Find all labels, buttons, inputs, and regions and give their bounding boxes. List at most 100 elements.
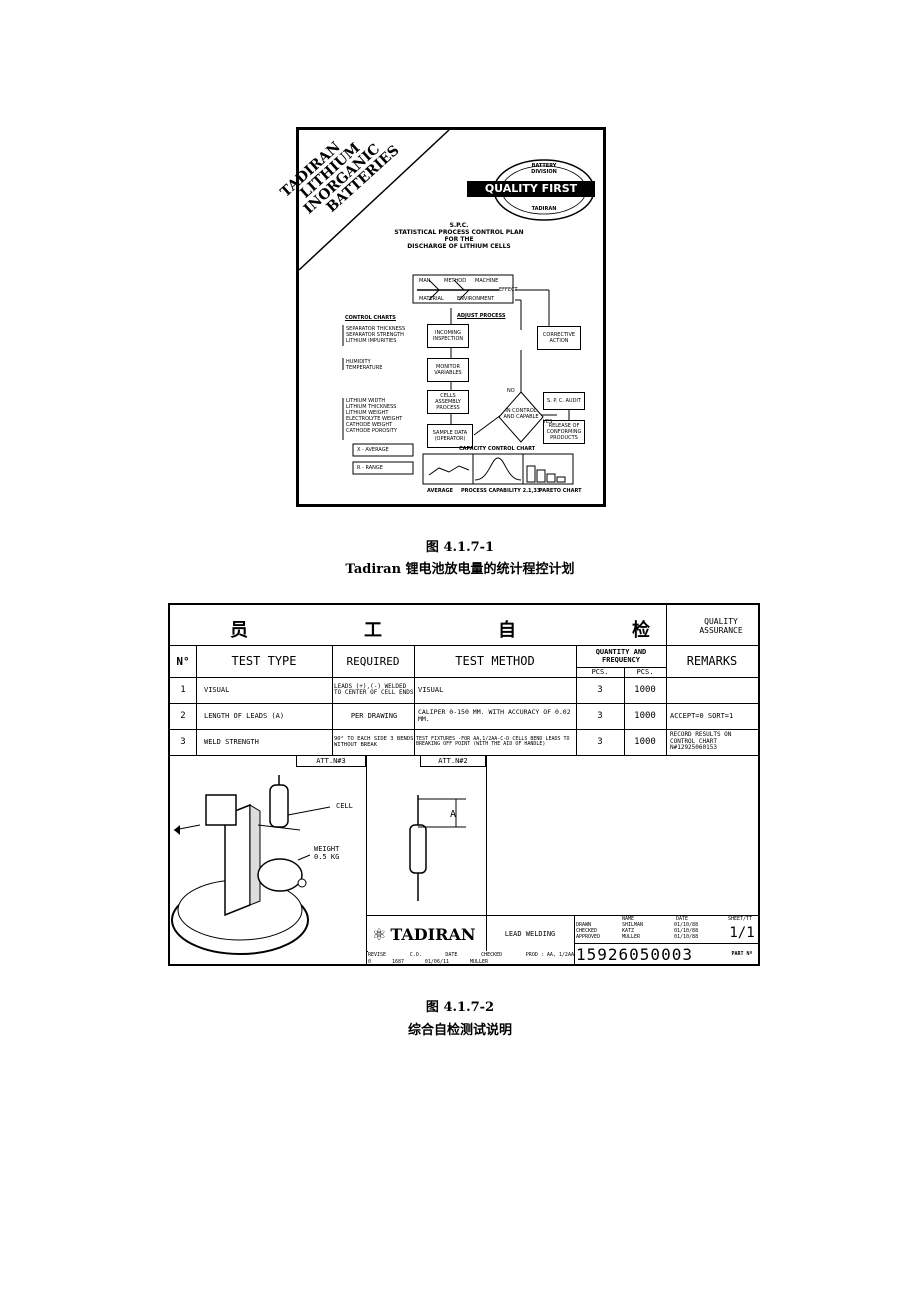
fishbone-method: METHOD <box>444 278 467 284</box>
decision-diamond-text: IN CONTROL AND CAPABLE <box>503 408 539 420</box>
col-quantity: QUANTITY AND FREQUENCY <box>595 648 647 664</box>
control-group-1: SEPARATOR THICKNESS SEPARATOR STRENGTH L… <box>346 326 405 344</box>
rev-date-label: DATE <box>445 951 458 958</box>
fishbone-machine: MACHINE <box>475 278 499 284</box>
checked-row: CHECKED KATZ 01/10/88 <box>576 928 758 934</box>
control-charts-label: CONTROL CHARTS <box>345 315 396 321</box>
prod-label: PROD : AA, 1/2AA <box>525 951 574 958</box>
weight-label: WEIGHT 0.5 KG <box>314 845 340 861</box>
control-item: LITHIUM WEIGHT <box>346 410 389 416</box>
checked-date: 01/10/88 <box>674 928 699 934</box>
row-2-freq: 1000 <box>634 711 656 721</box>
spc-plan-poster: TADIRAN LITHIUM INORGANIC BATTERIES BATT… <box>278 127 606 507</box>
part-number: 15926050003 <box>576 944 693 964</box>
row-1-required: LEADS (+),(-) WELDED TO CENTER OF CELL E… <box>334 683 414 696</box>
monitor-variables-box: MONITOR VARIABLES <box>427 358 469 382</box>
fishbone-material: MATERIAL <box>419 296 444 302</box>
revision-header: REVISE C.O. DATE CHECKED PROD : AA, 1/2A… <box>368 951 574 958</box>
row-1-type: VISUAL <box>204 686 230 694</box>
row-3-remarks: RECORD RESULTS ON CONTROL CHART N#129250… <box>670 731 732 752</box>
control-item: CATHODE POROSITY <box>346 428 397 434</box>
approved-date: 01/10/88 <box>674 934 699 940</box>
control-group-2: HUMIDITY TEMPERATURE <box>346 359 382 371</box>
att3-label: ATT.N#3 <box>296 755 366 767</box>
seal-top-text: BATTERY DIVISION <box>531 163 557 175</box>
row-3-type: WELD STRENGTH <box>204 738 259 746</box>
row-2-method: CALIPER 0-150 MM. WITH ACCURACY OF 0.02 … <box>418 708 571 723</box>
caption-2-number: 图 4.1.7-2 <box>425 1000 495 1015</box>
atom-icon: ⚛ <box>372 924 387 944</box>
drawn-row: DRAWN SHILMAN 01/10/88 <box>576 922 758 928</box>
drawn-name: SHILMAN <box>622 922 644 928</box>
weld-fixture-drawing <box>171 775 331 955</box>
date-header: DATE <box>676 916 689 922</box>
sample-data-box: SAMPLE DATA (OPERATOR) <box>427 424 473 448</box>
lead-welding-label: LEAD WELDING <box>504 930 556 938</box>
spc-audit-box: S. P. C. AUDIT <box>543 392 585 410</box>
row-3-method: TEST FIXTURES -FOR AA,1/2AA-C-D CELLS BE… <box>416 735 570 747</box>
quality-assurance-label: QUALITY ASSURANCE <box>699 617 743 635</box>
co-label: C.O. <box>409 951 422 958</box>
capacity-chart-title: CAPACITY CONTROL CHART <box>459 446 536 452</box>
adjust-process-label: ADJUST PROCESS <box>457 313 506 319</box>
drawn-label: DRAWN <box>576 922 592 928</box>
approved-row: APPROVED MULLER 01/10/88 <box>576 934 758 940</box>
poster-title-line-2: STATISTICAL PROCESS CONTROL PLAN <box>394 229 524 236</box>
bottom-label-average: AVERAGE <box>427 488 454 494</box>
part-number-label: PART Nº <box>731 951 753 957</box>
col-required: REQUIRED <box>346 654 400 668</box>
poster-graphics <box>299 130 595 485</box>
header-char: 员 <box>230 620 248 641</box>
control-item: HUMIDITY <box>346 359 371 365</box>
row-1-remarks <box>670 677 758 703</box>
approved-name: MULLER <box>622 934 641 940</box>
row-2-no: 2 <box>180 711 186 721</box>
control-item: LITHIUM THICKNESS <box>346 404 397 410</box>
legend-range: R - RANGE <box>357 465 383 471</box>
cell-label: CELL <box>336 802 353 810</box>
row-1-no: 1 <box>180 685 186 695</box>
revision-values: 0 1687 01/06/11 MULLER <box>368 958 488 965</box>
incoming-inspection-box: INCOMING INSPECTION <box>427 324 469 348</box>
poster-title-line-3: FOR THE <box>444 236 474 243</box>
control-item: TEMPERATURE <box>346 365 383 371</box>
row-1-method: VISUAL <box>418 686 444 694</box>
control-group-3: LITHIUM WIDTH LITHIUM THICKNESS LITHIUM … <box>346 398 402 434</box>
col-pcs-2: PCS. <box>636 668 654 676</box>
poster-title: S.P.C. STATISTICAL PROCESS CONTROL PLAN … <box>359 222 559 250</box>
row-3-freq: 1000 <box>634 737 656 747</box>
control-item: SEPARATOR THICKNESS <box>346 326 406 332</box>
control-item: CATHODE WEIGHT <box>346 422 393 428</box>
approval-block: NAME DATE SHEET/TT DRAWN SHILMAN 01/10/8… <box>576 916 758 940</box>
approval-header: NAME DATE SHEET/TT <box>576 916 758 922</box>
poster-title-line-4: DISCHARGE OF LITHIUM CELLS <box>407 243 511 250</box>
rev-value: 0 <box>368 958 372 965</box>
checked-name: KATZ <box>622 928 635 934</box>
bottom-label-capability: PROCESS CAPABILITY 2.1,33 <box>461 488 541 494</box>
self-inspection-form: 员 工 自 检 QUALITY ASSURANCE N° TEST TYPE R… <box>168 603 760 966</box>
header-char: 工 <box>364 620 382 641</box>
form-header-title: 员 工 自 检 <box>230 613 650 645</box>
rev-label: REVISE <box>368 951 387 958</box>
control-item: ELECTROLYTE WEIGHT <box>346 416 403 422</box>
drawn-date: 01/10/88 <box>674 922 699 928</box>
legend-average: X - AVERAGE <box>357 447 389 453</box>
col-test-type: TEST TYPE <box>231 654 297 668</box>
att2-label: ATT.N#2 <box>420 755 486 767</box>
bottom-label-pareto: PARETO CHART <box>539 488 582 494</box>
checked-label: CHECKED <box>576 928 598 934</box>
col-test-method: TEST METHOD <box>455 654 535 668</box>
col-pcs-1: PCS. <box>591 668 609 676</box>
rev-checked-value: MULLER <box>469 958 488 965</box>
quality-first-banner: QUALITY FIRST <box>467 181 595 197</box>
sheet-header: SHEET/TT <box>728 916 753 922</box>
row-1-freq: 1000 <box>634 685 656 695</box>
col-remarks: REMARKS <box>686 654 738 668</box>
rev-date-value: 01/06/11 <box>424 958 449 965</box>
fishbone-environment: ENVIRONMENT <box>457 296 495 302</box>
poster-title-line-1: S.P.C. <box>449 222 469 229</box>
row-2-type: LENGTH OF LEADS (A) <box>204 712 285 720</box>
row-2-remarks: ACCEPT=0 SORT=1 <box>670 711 734 720</box>
lead-length-a-label: A <box>450 809 457 820</box>
header-char: 自 <box>498 620 516 641</box>
